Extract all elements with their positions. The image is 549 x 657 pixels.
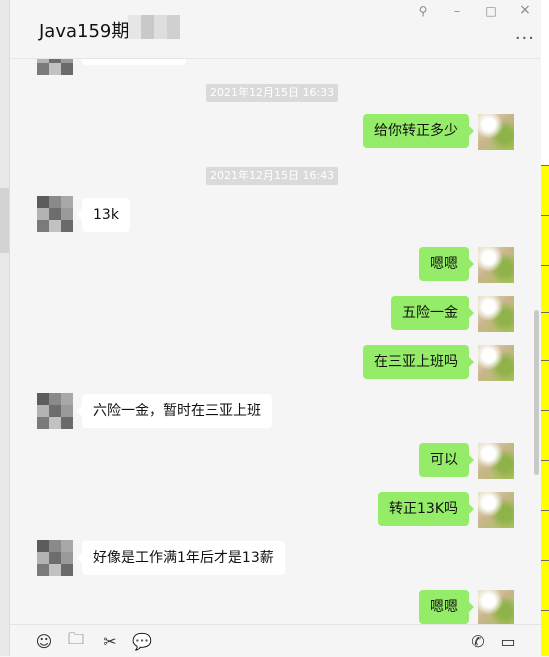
grid-line [541, 265, 549, 266]
message-bubble-outgoing[interactable]: 可以 [419, 443, 474, 477]
grid-line [541, 312, 549, 313]
close-button[interactable]: × [519, 2, 531, 18]
maximize-button[interactable]: □ [485, 4, 497, 18]
chat-history-icon[interactable]: 💬 [132, 631, 152, 651]
background-window-strip-left [0, 0, 10, 656]
grid-line [541, 510, 549, 511]
contact-avatar[interactable] [37, 196, 73, 232]
my-avatar[interactable] [478, 345, 514, 381]
background-scroll-grip [0, 188, 9, 253]
chat-title: Java159期 [39, 21, 130, 42]
my-avatar[interactable] [478, 296, 514, 332]
scissors-icon[interactable]: ✂ [103, 631, 117, 651]
grid-line [541, 610, 549, 611]
my-avatar[interactable] [478, 590, 514, 624]
message-list[interactable]: 2021年12月15日 16:33 给你转正多少 2021年12月15日 16:… [10, 59, 541, 624]
timestamp: 2021年12月15日 16:33 [206, 84, 339, 102]
chat-scrollbar[interactable] [534, 60, 539, 605]
grid-line [541, 410, 549, 411]
message-bubble-outgoing[interactable]: 在三亚上班吗 [363, 345, 474, 379]
message-bubble-partial[interactable] [82, 59, 186, 65]
redacted-title-suffix [128, 15, 180, 39]
grid-line [541, 165, 549, 166]
folder-icon[interactable]: 🗀 [67, 628, 84, 648]
input-toolbar: ☺ 🗀 ✂ 💬 ✆ ▭ [10, 624, 541, 657]
my-avatar[interactable] [478, 247, 514, 283]
my-avatar[interactable] [478, 492, 514, 528]
contact-avatar[interactable] [37, 393, 73, 429]
more-options-icon[interactable]: ··· [514, 28, 535, 49]
emoji-icon[interactable]: ☺ [35, 631, 53, 651]
scrollbar-thumb[interactable] [534, 310, 539, 475]
video-call-icon[interactable]: ▭ [500, 631, 516, 651]
message-bubble-incoming[interactable]: 六险一金，暂时在三亚上班 [77, 394, 272, 428]
background-spreadsheet-strip [540, 0, 549, 656]
message-bubble-incoming[interactable]: 13k [77, 198, 130, 232]
timestamp: 2021年12月15日 16:43 [206, 167, 339, 185]
message-bubble-outgoing[interactable]: 给你转正多少 [363, 114, 474, 148]
minimize-button[interactable]: – [454, 4, 460, 18]
grid-line [541, 215, 549, 216]
my-avatar[interactable] [478, 114, 514, 150]
message-bubble-outgoing[interactable]: 嗯嗯 [419, 590, 474, 624]
grid-line [541, 460, 549, 461]
message-bubble-outgoing[interactable]: 转正13K吗 [378, 492, 474, 526]
pin-icon[interactable]: ⚲ [418, 4, 428, 18]
message-bubble-outgoing[interactable]: 五险一金 [391, 296, 474, 330]
contact-avatar[interactable] [37, 540, 73, 576]
grid-line [541, 360, 549, 361]
chat-window: Java159期 ⚲ – □ × ··· 2021年12月15日 16:33 给… [10, 0, 541, 657]
message-bubble-incoming[interactable]: 好像是工作满1年后才是13薪 [77, 541, 285, 575]
contact-avatar[interactable] [37, 59, 73, 75]
grid-line [541, 560, 549, 561]
phone-icon[interactable]: ✆ [471, 631, 485, 651]
message-bubble-outgoing[interactable]: 嗯嗯 [419, 247, 474, 281]
my-avatar[interactable] [478, 443, 514, 479]
title-bar: Java159期 ⚲ – □ × ··· [10, 0, 541, 59]
